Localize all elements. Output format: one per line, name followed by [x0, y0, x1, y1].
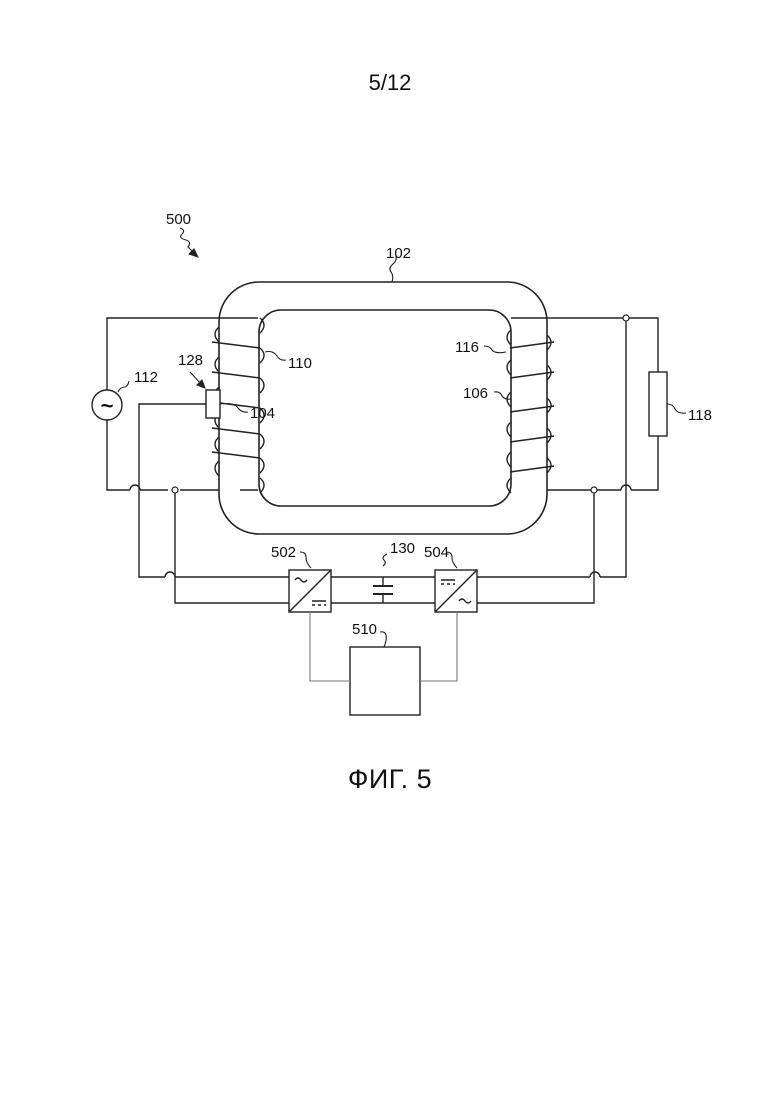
controller-label-leader — [380, 632, 386, 647]
source-112-leader — [118, 381, 129, 392]
junction-right-bottom — [591, 487, 597, 493]
capacitor-130 — [373, 586, 393, 594]
left-bus-wires — [139, 490, 289, 603]
figure-caption: ФИГ. 5 — [0, 764, 780, 795]
sensor-128 — [206, 390, 220, 418]
load-118-leader — [667, 404, 686, 413]
label-controller-510: 510 — [352, 621, 377, 638]
label-source-112: 112 — [134, 369, 158, 386]
label-converter-502: 502 — [271, 544, 296, 561]
dc-link-wires — [331, 577, 435, 603]
label-capacitor-130: 130 — [390, 540, 415, 557]
system-500-arrow-head — [189, 249, 198, 257]
junction-left — [172, 487, 178, 493]
sensor-wire — [139, 404, 206, 490]
label-turns-110: 110 — [288, 355, 312, 372]
load-resistor — [649, 372, 667, 436]
label-sensor-128: 128 — [178, 352, 203, 369]
secondary-circuit-wires — [477, 318, 658, 603]
conv-502-leader — [300, 552, 311, 568]
label-converter-504: 504 — [424, 544, 449, 561]
coil-104-leader — [220, 404, 248, 413]
junction-right-top — [623, 315, 629, 321]
label-coil-104: 104 — [250, 405, 275, 422]
turns-110-leader — [265, 352, 286, 361]
controller-510 — [350, 647, 420, 715]
label-load-118: 118 — [688, 407, 712, 424]
label-coil-106: 106 — [463, 385, 488, 402]
ac-source-symbol: ~ — [101, 393, 114, 418]
capacitor-label-leader — [383, 554, 387, 566]
turns-116-leader — [484, 346, 506, 353]
label-turns-116: 116 — [455, 339, 479, 356]
label-core-102: 102 — [386, 245, 411, 262]
label-system-500: 500 — [166, 211, 191, 228]
